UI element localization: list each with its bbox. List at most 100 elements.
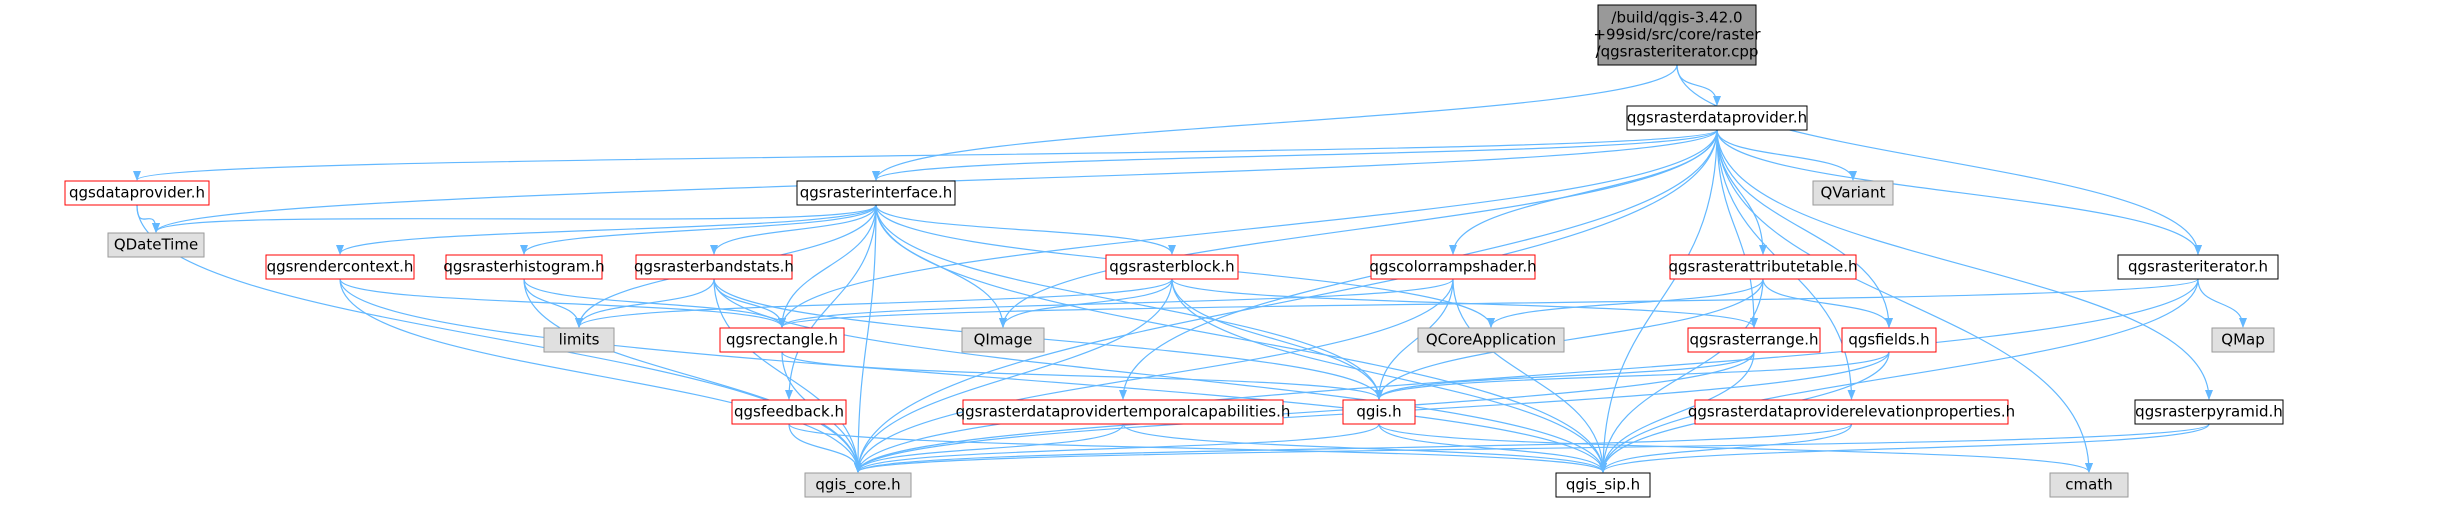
node-box-limits [543,327,615,353]
node-box-qgsrasterhistogram [445,254,603,280]
node-label-qmap: QMap [2221,331,2264,349]
node-box-cmath [2049,472,2129,498]
node-box-qgsrendercontext [265,254,415,280]
edge-qgsrasterbandstats-to-qgis [713,278,1383,400]
edge-root-to-qgsrasterdataprovider [1676,64,1721,106]
node-box-qcoreapplication [1417,327,1565,353]
node-label-limits: limits [559,331,600,349]
edge-qgsrasterblock-to-qgsrasterrange [1171,278,1758,328]
edge-qgsrasterdataprovider-to-qgsdataprovider [133,129,1718,181]
node-label-qgscolorrampshader: qgscolorrampshader.h [1369,258,1536,276]
edge-qgsrasterrange-to-qgis_core [854,351,1755,473]
edge-qgsrasteriterator-to-qmap [2197,278,2247,328]
node-label-qgsrasterattributetable: qgsrasterattributetable.h [1668,258,1857,276]
node-box-qgsrasteriterator [2117,254,2279,280]
node-qgsrasteriterator[interactable]: qgsrasteriterator.h [2117,254,2279,280]
node-qdatetime: QDateTime [107,232,205,258]
node-label-qvariant: QVariant [1820,184,1885,202]
edge-qgsrasterbandstats-to-qgis_core [713,278,862,473]
edge-qgsrasteriterator-to-qgis_core [854,278,2199,473]
node-box-qgscolorrampshader [1370,254,1536,280]
edge-qgsrasterattributetable-to-qgis_sip [1599,278,1764,473]
node-box-qgsrasterattributetable [1669,254,1857,280]
node-qgsfeedback[interactable]: qgsfeedback.h [731,399,847,425]
edge-qgsrasterblock-to-qgis_sip [1171,278,1607,473]
edge-qgsrasterrange-to-qgis_sip [1599,351,1755,473]
edge-qgsrasterblock-to-limits [575,278,1173,328]
node-label-qgsrasterinterface: qgsrasterinterface.h [800,184,952,202]
edge-qgsrasterdataprovider-to-qgsrasteriterator [1716,129,2202,255]
node-qgsrasterpyramid[interactable]: qgsrasterpyramid.h [2134,399,2284,425]
node-label-qgis_sip: qgis_sip.h [1566,476,1640,495]
node-cmath: cmath [2049,472,2129,498]
node-qgsrasterdataprovidertemporalcapabilities[interactable]: qgsrasterdataprovidertemporalcapabilitie… [956,399,1291,425]
edge-qgsfeedback-to-qgis_sip [788,423,1607,473]
node-box-qgsrasterinterface [796,180,956,206]
node-qgsrasterdataproviderelevationproperties[interactable]: qgsrasterdataproviderelevationproperties… [1688,399,2015,425]
node-qgscolorrampshader[interactable]: qgscolorrampshader.h [1369,254,1537,280]
node-qgsrasterattributetable[interactable]: qgsrasterattributetable.h [1668,254,1858,280]
node-label-qgsrasterdataprovider: qgsrasterdataprovider.h [1627,109,1807,127]
node-label-qimage: QImage [974,331,1033,349]
node-box-qgsrasterrange [1687,327,1821,353]
node-qgsrasterinterface[interactable]: qgsrasterinterface.h [796,180,956,206]
edge-qgsrasterdataprovider-to-qvariant [1716,129,1857,181]
edge-qgsrasterrange-to-qgis [1375,351,1755,400]
edge-qgscolorrampshader-to-qgsrectangle [778,278,1454,328]
node-qgsrasterhistogram[interactable]: qgsrasterhistogram.h [443,254,605,280]
node-label-root-line-2: /qgsrasteriterator.cpp [1596,43,1759,61]
node-box-qgsrasterdataprovidertemporalcapabilities [962,399,1284,425]
node-label-qdatetime: QDateTime [114,236,198,254]
edge-qgsrasterpyramid-to-qgis_core [854,423,2210,473]
edge-qgsrendercontext-to-qgis_sip [339,278,1607,473]
node-qgsrasterblock[interactable]: qgsrasterblock.h [1105,254,1239,280]
node-label-qgsrasterpyramid: qgsrasterpyramid.h [2135,403,2283,421]
edge-qgsrendercontext-to-qgsrectangle [339,278,786,328]
node-qimage: QImage [961,327,1045,353]
node-box-qimage [961,327,1045,353]
node-limits: limits [543,327,615,353]
edge-qgsrasterdataprovider-to-qimage [999,129,1718,328]
edge-qgsrasteriterator-to-qgis_sip [1599,278,2199,473]
edge-qgsrasterattributetable-to-qcoreapplication [1487,278,1764,328]
edge-qgsrasterdataprovider-to-qgsfields [1716,129,1893,328]
node-label-qgsrasterblock: qgsrasterblock.h [1109,258,1234,276]
edge-qgsrasterdataprovider-to-cmath [1716,129,2093,473]
node-label-qgsrasterrange: qgsrasterrange.h [1690,331,1819,349]
node-label-cmath: cmath [2065,476,2112,494]
node-box-qgis_core [804,472,912,498]
node-qgis_sip[interactable]: qgis_sip.h [1555,472,1651,498]
node-qgsrasterdataprovider[interactable]: qgsrasterdataprovider.h [1626,105,1808,131]
edge-qgsrectangle-to-qgis [781,351,1383,400]
edge-qgsrasterattributetable-to-qgsfields [1762,278,1893,328]
node-qgsrasterrange[interactable]: qgsrasterrange.h [1687,327,1821,353]
edge-qgsrasterinterface-to-qgsrasterbandstats [710,204,877,255]
edge-qgsrasterhistogram-to-qgis_core [523,278,862,473]
edge-qgsrasterinterface-to-qgsrectangle [778,204,877,328]
node-qgsfields[interactable]: qgsfields.h [1841,327,1937,353]
node-box-qmap [2211,327,2275,353]
edge-qgsrasterattributetable-to-qgis [1375,278,1764,400]
node-qgsrectangle[interactable]: qgsrectangle.h [719,327,845,353]
edge-qgsrasterinterface-to-qgis [875,204,1383,400]
edge-qgsrasterdataprovider-to-qgis_core [854,129,1718,473]
node-label-qcoreapplication: QCoreApplication [1426,331,1556,349]
node-label-qgsrasteriterator: qgsrasteriterator.h [2128,258,2268,276]
node-qgis[interactable]: qgis.h [1342,399,1416,425]
node-label-root-line-0: /build/qgis-3.42.0 [1611,9,1742,27]
node-qgsrendercontext[interactable]: qgsrendercontext.h [265,254,415,280]
node-qgsdataprovider[interactable]: qgsdataprovider.h [64,180,210,206]
edge-qgsrasterdataproviderelevationproperties-to-qgis_sip [1599,423,1853,473]
edge-qgsrasterinterface-to-qdatetime [152,204,877,233]
edge-qgscolorrampshader-to-qgis [1375,278,1454,400]
edge-root-to-qgsrasteriterator [1676,64,2202,255]
node-label-qgis_core: qgis_core.h [815,476,900,495]
edge-qgsrasterdataprovider-to-qgsrectangle [778,129,1718,328]
node-qgsrasterbandstats[interactable]: qgsrasterbandstats.h [634,254,794,280]
node-label-qgsfeedback: qgsfeedback.h [734,403,844,421]
edge-qgsrasterblock-to-qgis [1171,278,1383,400]
node-qcoreapplication: QCoreApplication [1417,327,1565,353]
node-label-qgsfields: qgsfields.h [1848,331,1929,349]
node-root[interactable]: /build/qgis-3.42.0+99sid/src/core/raster… [1593,4,1761,66]
